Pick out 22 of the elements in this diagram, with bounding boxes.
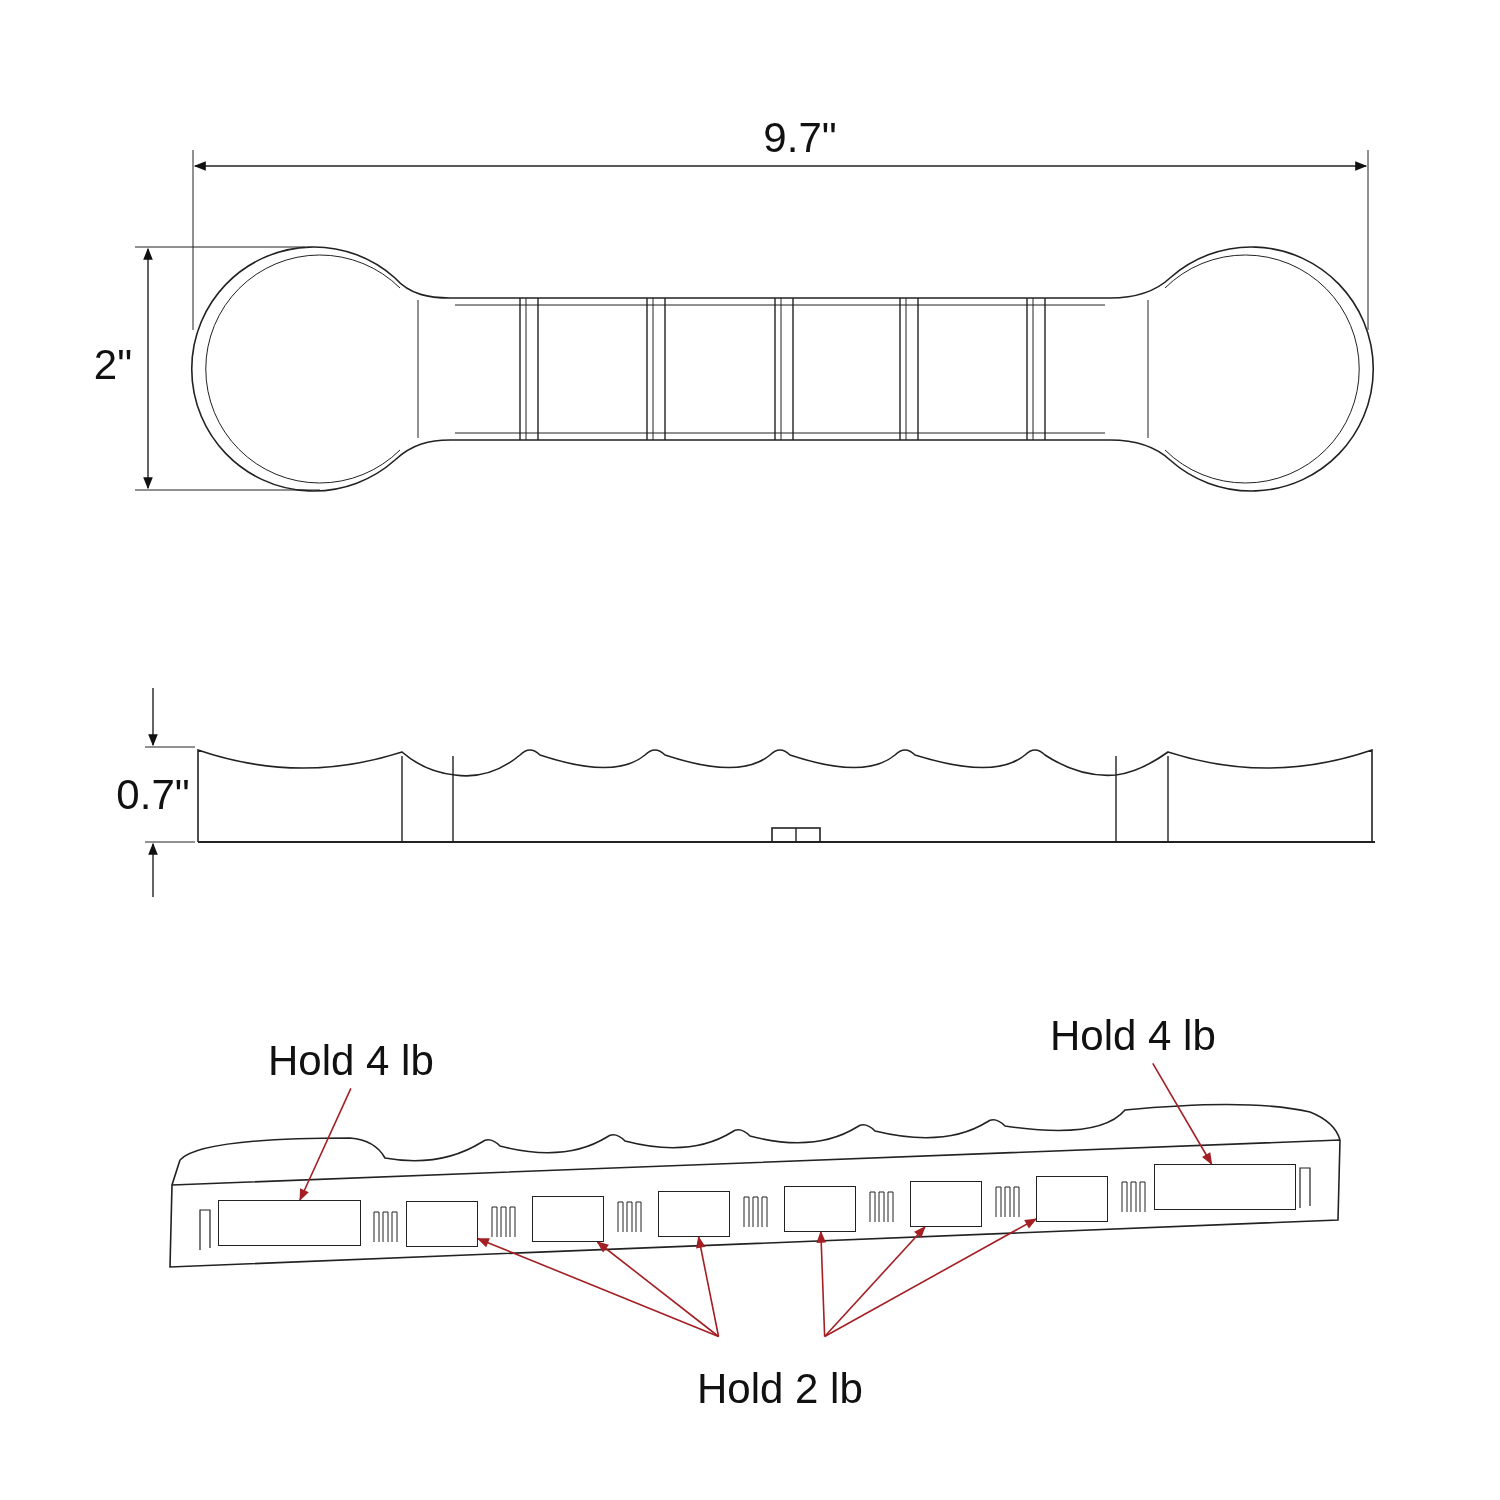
magnet (1154, 1164, 1296, 1210)
dimension-label: 2" (93, 344, 133, 386)
leader-arrow (823, 1226, 926, 1338)
magnet (658, 1191, 730, 1237)
leader-arrow (1151, 1062, 1213, 1166)
leader-arrow (816, 1230, 827, 1338)
magnet (406, 1201, 478, 1247)
magnet (910, 1181, 982, 1227)
leader-arrow (696, 1235, 720, 1338)
callout-text: Hold 4 lb (1050, 1015, 1216, 1057)
leader-arrow (823, 1218, 1038, 1338)
magnet (532, 1196, 604, 1242)
leader-arrow (299, 1087, 352, 1202)
callout-text: Hold 2 lb (697, 1368, 863, 1410)
magnet (1036, 1176, 1108, 1222)
dimension-label: 9.7" (763, 117, 837, 159)
magnet (218, 1200, 361, 1246)
dimension-label: 0.7" (116, 774, 190, 816)
leader-arrow (596, 1241, 720, 1338)
leader-arrow (476, 1237, 720, 1338)
magnet (784, 1186, 856, 1232)
callout-text: Hold 4 lb (268, 1040, 434, 1082)
